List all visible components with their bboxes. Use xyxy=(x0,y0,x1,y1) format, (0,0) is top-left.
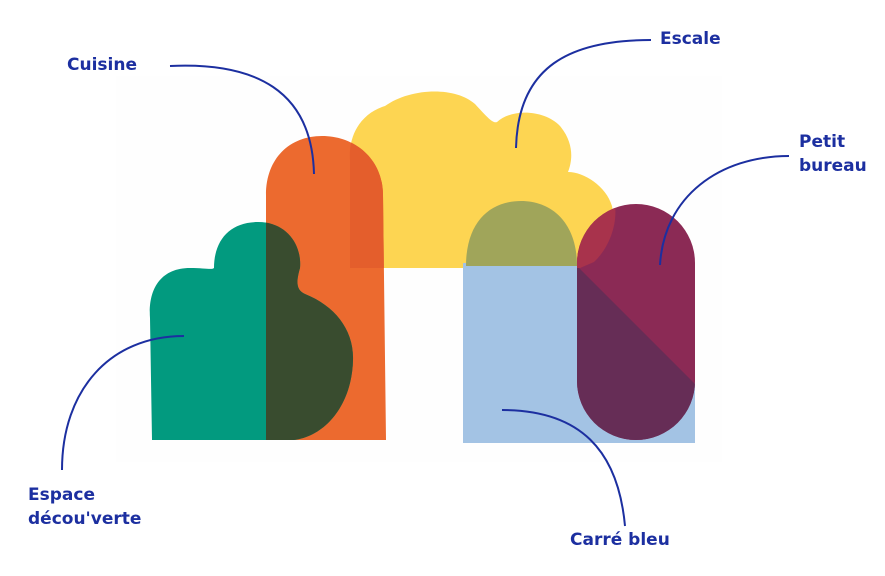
label-petit-bureau-line-1: Petit xyxy=(799,132,846,152)
carre-bleu-leader-line xyxy=(501,409,626,527)
label-espace-line-1: Espace xyxy=(28,485,95,505)
label-carre-bleu: Carré bleu xyxy=(570,530,670,550)
escale-carre-overlap xyxy=(466,201,577,266)
espace-cuisine-overlap xyxy=(266,222,354,440)
cuisine-leader-line xyxy=(169,64,315,175)
label-espace-line-2: décou'verte xyxy=(28,509,142,529)
label-escale: Escale xyxy=(660,29,721,49)
escale-leader-line xyxy=(515,39,652,149)
label-petit-bureau-line-2: bureau xyxy=(799,156,867,176)
petit-bureau-leader-line xyxy=(659,155,790,266)
label-espace-decouverte: Espace décou'verte xyxy=(28,483,141,531)
label-petit-bureau: Petit bureau xyxy=(799,130,867,178)
petit-bureau-carre-overlap xyxy=(577,266,695,440)
espace-decouverte-leader-line xyxy=(61,335,185,471)
label-cuisine: Cuisine xyxy=(67,55,137,75)
